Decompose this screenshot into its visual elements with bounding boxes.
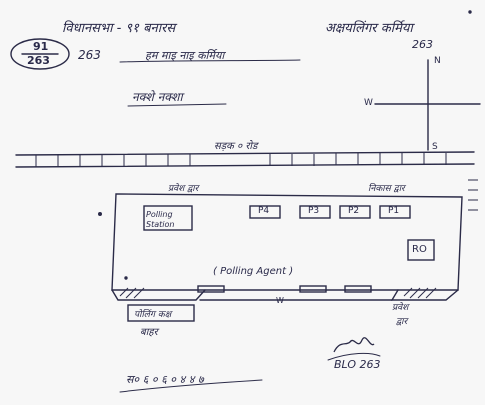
ro-box	[407, 239, 435, 261]
booth-number: 263	[78, 48, 101, 62]
left-entrance-label: प्रवेश द्वार	[168, 184, 199, 194]
map-title: नक्शे नक्शा	[132, 90, 183, 104]
outside-right-box-label: प्रवेश	[392, 303, 409, 313]
road-label: सड़क ० रोड	[214, 141, 258, 152]
booth-line: हम माइ नाइ कर्मिया	[145, 49, 225, 62]
constituency-line: विधानसभा - ९१ बनारस	[62, 21, 176, 36]
booth-circle	[10, 38, 70, 70]
outside-left-label: बाहर	[140, 327, 158, 338]
officer-p1: P1	[388, 206, 400, 216]
officer-p3: P3	[308, 206, 320, 216]
polling-station-label: Polling Station	[146, 210, 175, 229]
officer-p2: P2	[348, 206, 360, 216]
circle-bottom-number: 263	[27, 54, 50, 67]
polling-station-box	[143, 205, 193, 231]
outside-right-label: द्वार	[396, 317, 408, 327]
polling-agent-label: ( Polling Agent )	[213, 266, 294, 277]
compass-west: W	[364, 98, 373, 108]
outside-box-left	[127, 304, 195, 322]
circle-top-number: 91	[33, 40, 49, 53]
ro-label: RO	[412, 244, 427, 255]
right-entrance-label: निकास द्वार	[368, 184, 405, 194]
road-bottom-edge	[15, 163, 475, 168]
signature-code: BLO 263	[334, 358, 381, 371]
compass-north: N	[434, 56, 441, 66]
officer-p4: P4	[258, 206, 270, 216]
bottom-note: स० ६ ० ६ ० ४ ४ ७	[126, 373, 204, 386]
compass-south: S	[432, 142, 438, 152]
hall-bottom-mark: W	[276, 296, 284, 305]
road-top-edge	[15, 151, 475, 156]
school-number: 263	[412, 38, 433, 51]
outside-left-box-label: पोलिंग कक्ष	[134, 310, 172, 320]
school-name: अक्षयलिंगर कर्मिया	[325, 21, 413, 36]
